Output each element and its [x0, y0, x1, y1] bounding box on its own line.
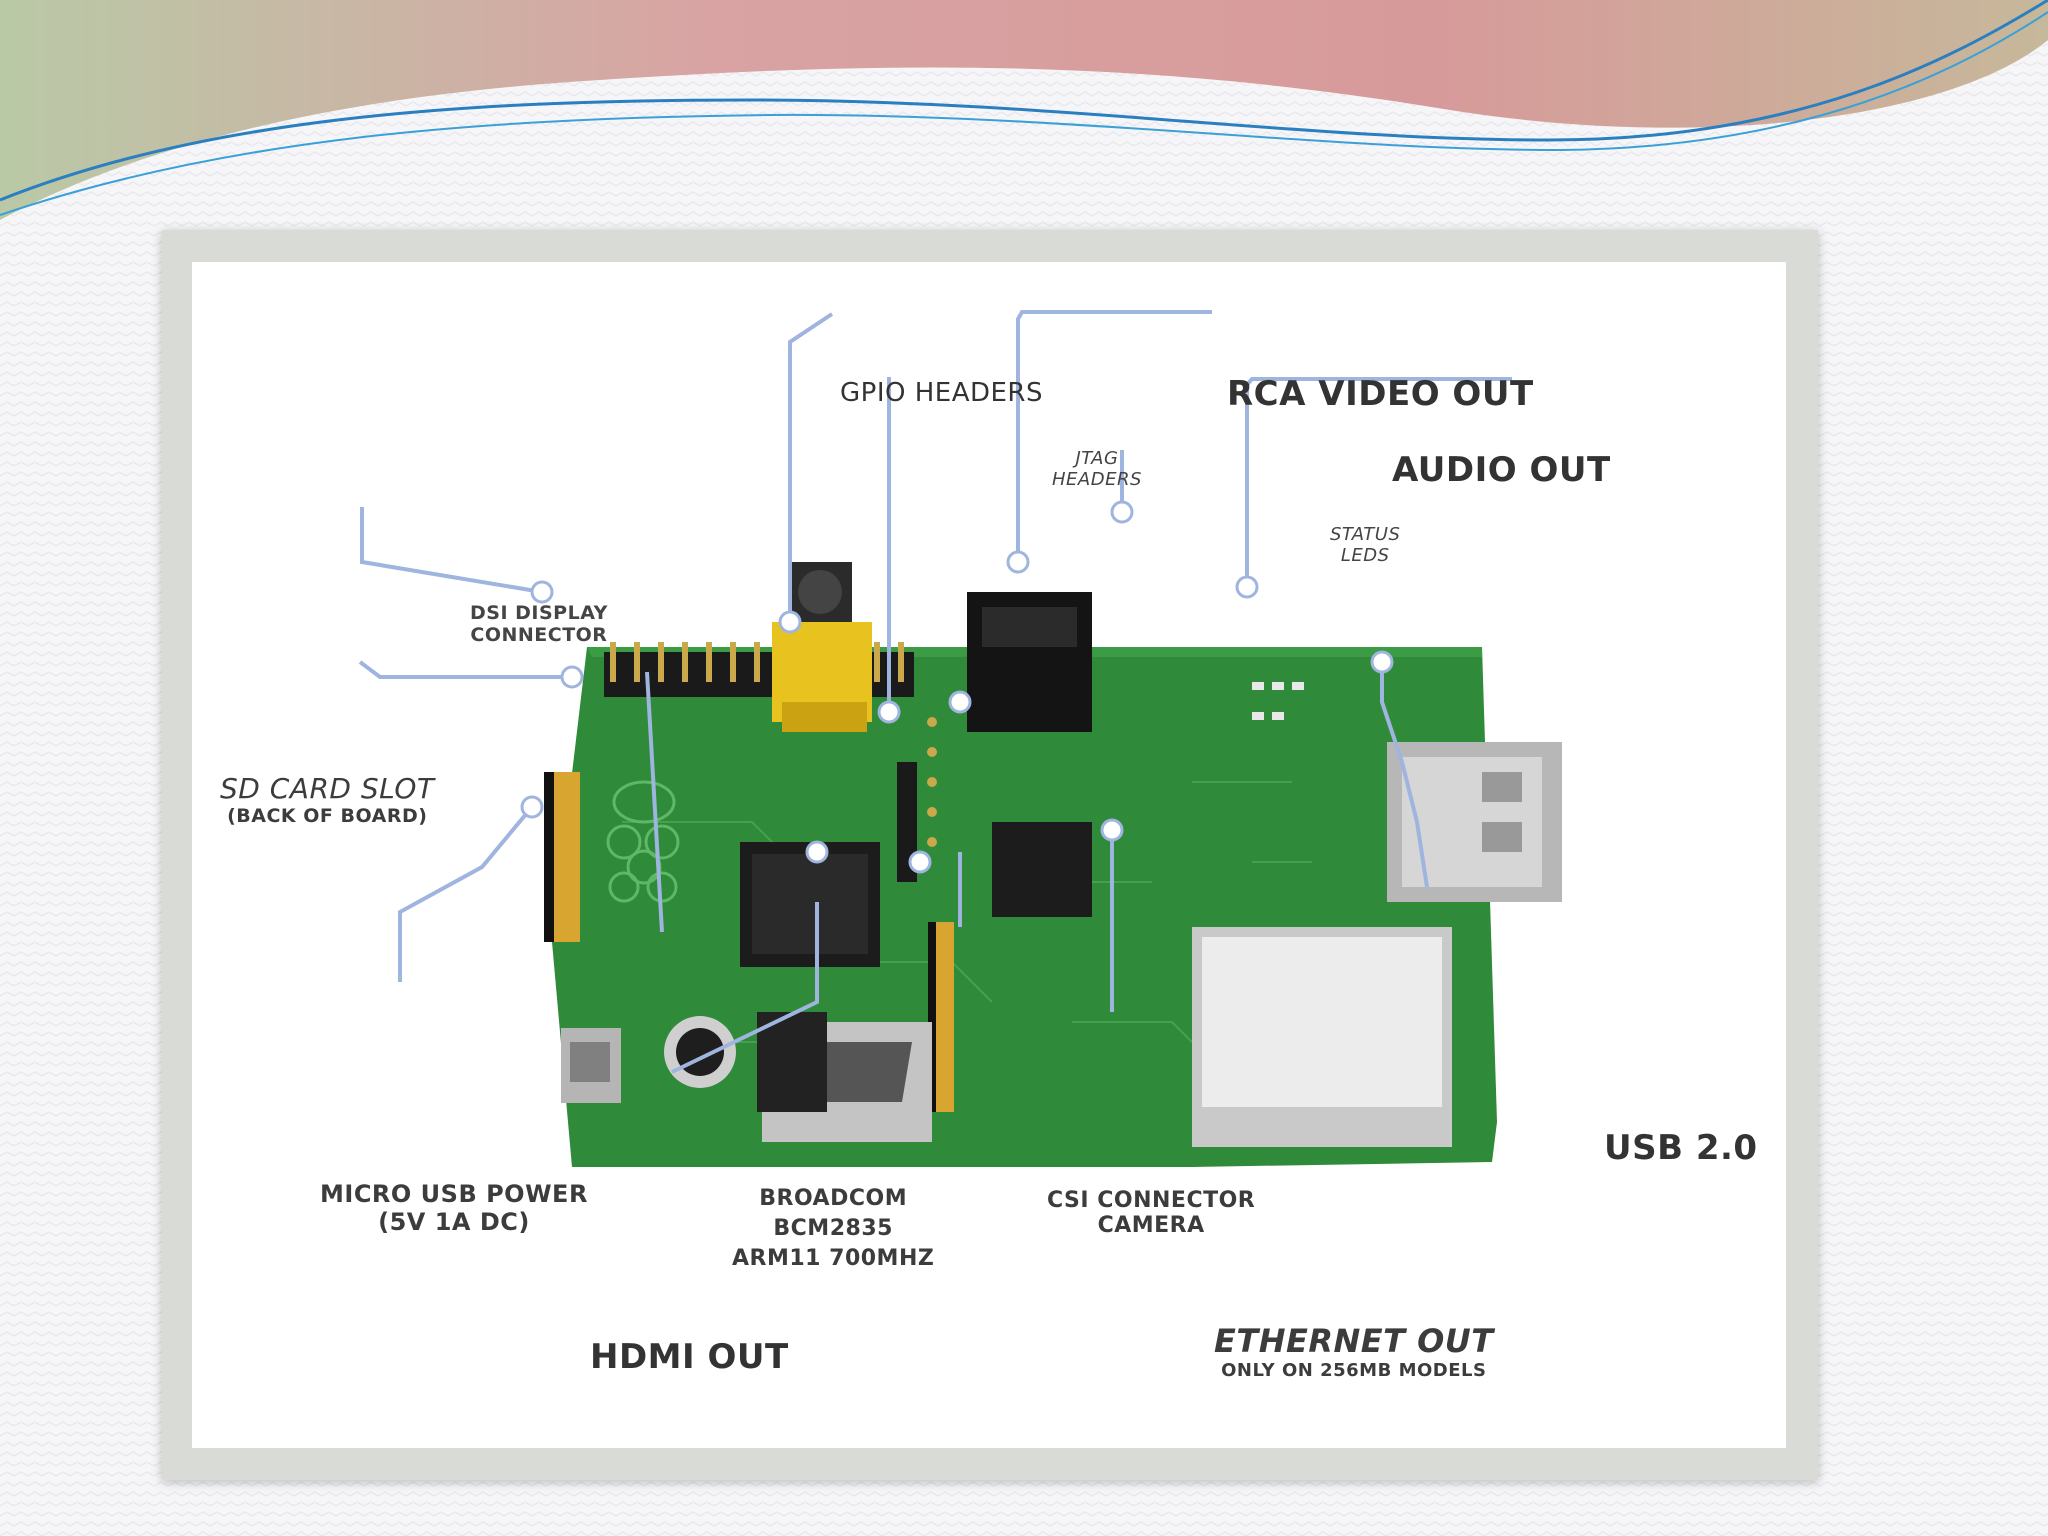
label-rca-video-out: RCA VIDEO OUT — [1227, 374, 1534, 414]
label-hdmi-out: HDMI OUT — [590, 1337, 789, 1377]
label-sd-card-slot: SD CARD SLOT (BACK OF BOARD) — [220, 772, 435, 827]
label-usb-2: USB 2.0 — [1604, 1128, 1758, 1168]
audio-jack — [967, 592, 1092, 732]
label-broadcom: BROADCOM BCM2835 ARM11 700MHZ — [732, 1186, 935, 1271]
label-audio-out: AUDIO OUT — [1392, 450, 1611, 490]
csi-connector — [928, 922, 954, 1112]
usb-port — [1387, 742, 1562, 902]
label-csi-connector: CSI CONNECTOR CAMERA — [1047, 1188, 1256, 1238]
label-dsi-display-connector: DSI DISPLAY CONNECTOR — [470, 602, 608, 646]
jtag-pins — [897, 717, 937, 882]
callout-dots — [520, 500, 1394, 874]
dsi-connector — [544, 772, 580, 942]
label-jtag-headers: JTAG HEADERS — [1052, 448, 1142, 490]
capacitor — [664, 1016, 736, 1088]
label-ethernet-out: ETHERNET OUT ONLY ON 256MB MODELS — [1214, 1322, 1494, 1381]
rca-connector — [772, 562, 872, 732]
lan-chip — [992, 822, 1092, 917]
ethernet-port — [1192, 927, 1452, 1147]
board-illustration — [358, 310, 1562, 1167]
status-leds — [1252, 682, 1304, 720]
voltage-regulator — [757, 1012, 827, 1112]
micro-usb-port — [561, 1028, 621, 1103]
broadcom-soc — [740, 842, 880, 967]
label-status-leds: STATUS LEDS — [1330, 524, 1401, 566]
label-micro-usb-power: MICRO USB POWER (5V 1A DC) — [320, 1180, 588, 1236]
raspberry-pi-diagram: GPIO HEADERS RCA VIDEO OUT JTAG HEADERS … — [192, 262, 1786, 1448]
raspberry-logo — [606, 780, 680, 903]
label-gpio-headers: GPIO HEADERS — [840, 378, 1044, 408]
